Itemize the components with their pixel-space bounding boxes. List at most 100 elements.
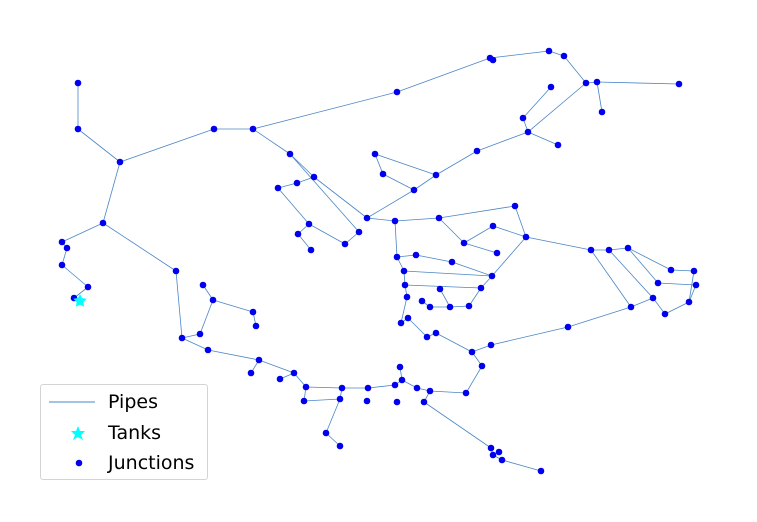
pipe-d7-d8 [522, 86, 552, 119]
junction-h18 [322, 429, 330, 437]
junction-d7 [519, 114, 527, 122]
junction-g7 [252, 322, 260, 330]
junction-e20 [436, 285, 444, 293]
junction-f11 [627, 303, 635, 311]
pipe-c4-c5 [277, 187, 310, 225]
pipe-f12-f11 [567, 306, 632, 328]
pipe-e24-h11 [435, 332, 473, 353]
junction-b5 [489, 56, 497, 64]
junction-c10 [363, 214, 371, 222]
junction-f3 [624, 244, 632, 252]
pipe-e13-e14 [404, 284, 482, 289]
junction-b9 [593, 78, 601, 86]
junction-e18 [446, 303, 454, 311]
junction-h7 [413, 384, 421, 392]
pipe-b4-b6 [489, 50, 550, 59]
pipe-h11-h12 [471, 344, 492, 353]
junction-b1 [210, 125, 218, 133]
pipe-e20-e18 [439, 288, 451, 308]
legend-label-pipes: Pipes [108, 391, 158, 413]
pipe-h3-h4 [367, 384, 396, 389]
pipe-b3-b4 [396, 57, 491, 93]
junction-e21 [397, 319, 405, 327]
junction-g2 [178, 334, 186, 342]
junction-c1 [286, 150, 294, 158]
pipe-g4-g6 [212, 299, 254, 313]
junction-c4 [274, 184, 282, 192]
junction-g1 [172, 267, 180, 275]
pipe-h1-h2 [305, 386, 343, 389]
pipe-a4-g1 [102, 222, 177, 272]
junction-a6 [63, 244, 71, 252]
junction-i5 [537, 467, 545, 475]
junction-c2 [310, 173, 318, 181]
pipe-d3-d2 [382, 173, 415, 191]
pipe-h17-i1 [423, 401, 492, 449]
pipe-f9-f10 [652, 297, 666, 315]
pipe-e14-e19 [468, 287, 482, 307]
junction-d4 [432, 171, 440, 179]
junction-f12 [564, 323, 572, 331]
junction-h16 [393, 398, 401, 406]
junction-e10 [448, 258, 456, 266]
junction-c9 [355, 228, 363, 236]
junction-f2 [605, 246, 613, 254]
junction-i1 [487, 444, 495, 452]
legend-item-tanks: Tanks [41, 420, 207, 446]
junction-e13 [401, 281, 409, 289]
pipe-a3-a4 [102, 161, 121, 224]
junction-g9 [255, 356, 263, 364]
junction-g6 [249, 308, 257, 316]
pipe-c6-c7 [297, 233, 312, 251]
junction-h15 [363, 397, 371, 405]
pipe-a7-a8 [61, 264, 89, 288]
pipe-b9-b11 [596, 81, 603, 113]
pipe-e6-e2 [438, 205, 516, 219]
pipe-e1-e8 [394, 220, 398, 258]
legend-item-junctions: Junctions [41, 450, 207, 476]
junction-c8 [341, 240, 349, 248]
pipe-c5-c8 [308, 223, 346, 245]
pipe-b2-b3 [252, 91, 398, 130]
junction-b7 [560, 52, 568, 60]
pipe-line-icon [49, 401, 95, 403]
pipe-g3-g4 [199, 299, 214, 335]
pipe-f6-f8 [688, 270, 695, 303]
junction-b11 [598, 108, 606, 116]
junction-b6 [545, 47, 553, 55]
junction-a1 [74, 79, 82, 87]
junction-a5 [58, 238, 66, 246]
pipe-a4-a5 [61, 222, 104, 243]
junction-e4 [489, 222, 497, 230]
legend: Pipes Tanks Junctions [40, 384, 208, 480]
junction-e23 [423, 333, 431, 341]
pipe-f5-f6 [670, 269, 695, 272]
junction-h9 [462, 389, 470, 397]
junction-b8 [582, 79, 590, 87]
pipe-d6-b8 [527, 82, 587, 133]
junction-a7 [58, 261, 66, 269]
tank-star-icon [71, 426, 85, 440]
pipe-c10-d3 [366, 189, 415, 219]
pipe-e15-e21 [400, 296, 408, 324]
junction-h8 [426, 387, 434, 395]
junction-c5 [305, 220, 313, 228]
pipe-h12-f12 [490, 326, 569, 346]
junction-f4 [654, 279, 662, 287]
junction-a3 [116, 158, 124, 166]
legend-label-tanks: Tanks [108, 422, 162, 444]
pipe-b9-b10 [596, 81, 680, 85]
junction-b2 [249, 125, 257, 133]
legend-label-junctions: Junctions [108, 452, 195, 474]
junction-d8 [547, 83, 555, 91]
pipe-f4-f7 [657, 282, 697, 286]
pipe-f10-f11 [630, 297, 654, 308]
junction-d1 [371, 150, 379, 158]
pipe-g1-g2 [175, 270, 183, 339]
junction-e9 [412, 251, 420, 259]
pipe-c10-c2 [313, 176, 368, 219]
junction-f1 [587, 246, 595, 254]
junction-e5 [493, 249, 501, 257]
pipe-c1-b2 [252, 128, 291, 155]
junction-e16 [418, 297, 426, 305]
